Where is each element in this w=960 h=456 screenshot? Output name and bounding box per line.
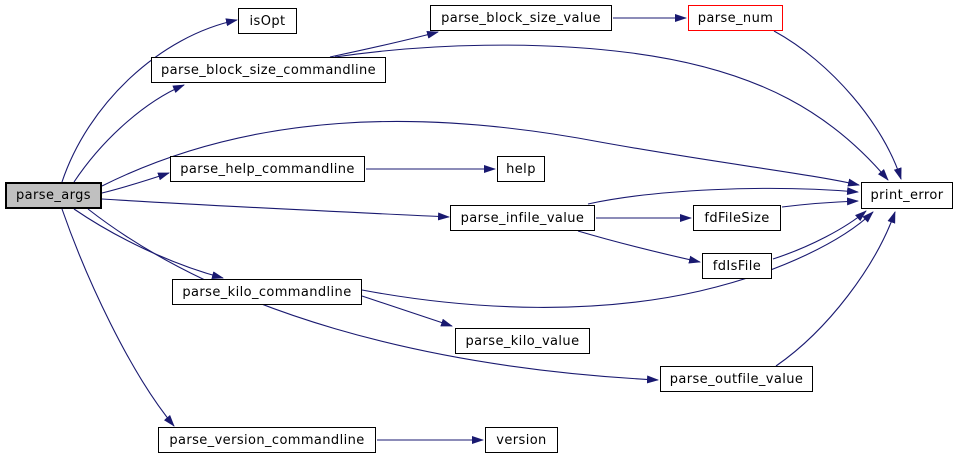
node-parse-block-size-value[interactable]: parse_block_size_value bbox=[430, 5, 612, 31]
node-parse-kilo-value[interactable]: parse_kilo_value bbox=[455, 328, 590, 354]
node-help[interactable]: help bbox=[497, 156, 545, 182]
node-parse-num[interactable]: parse_num bbox=[688, 5, 783, 31]
edge-parse-kilo-commandline-to-print-error bbox=[361, 211, 874, 308]
node-parse-help-commandline[interactable]: parse_help_commandline bbox=[170, 156, 365, 182]
edge-parse-args-to-parse-outfile-value bbox=[87, 208, 659, 384]
node-fdIsFile[interactable]: fdIsFile bbox=[702, 253, 772, 279]
edge-parse-args-to-parse-version-commandline bbox=[61, 208, 175, 427]
edge-parse-num-to-print-error bbox=[773, 30, 902, 180]
edge-fdIsFile-to-print-error bbox=[772, 210, 867, 260]
node-parse-infile-value[interactable]: parse_infile_value bbox=[450, 205, 595, 231]
edge-parse-outfile-value-to-print-error bbox=[775, 211, 896, 367]
edge-parse-args-to-parse-kilo-commandline bbox=[73, 208, 224, 280]
node-parse-outfile-value[interactable]: parse_outfile_value bbox=[660, 366, 813, 392]
edge-parse-args-to-isOpt bbox=[61, 18, 238, 183]
edge-parse-block-size-commandline-to-print-error bbox=[334, 44, 889, 181]
node-print-error[interactable]: print_error bbox=[861, 182, 953, 209]
edge-parse-infile-value-to-print-error bbox=[587, 187, 859, 205]
edge-fdFileSize-to-print-error bbox=[781, 197, 859, 208]
node-parse-block-size-commandline[interactable]: parse_block_size_commandline bbox=[151, 57, 386, 83]
node-isOpt[interactable]: isOpt bbox=[238, 8, 297, 34]
edge-parse-args-to-parse-block-size-commandline bbox=[73, 84, 185, 183]
edge-parse-args-to-print-error bbox=[101, 120, 860, 187]
edge-parse-kilo-commandline-to-parse-kilo-value bbox=[361, 295, 453, 327]
edge-parse-block-size-commandline-to-parse-block-size-value bbox=[329, 30, 439, 58]
node-parse-kilo-commandline[interactable]: parse_kilo_commandline bbox=[172, 279, 362, 305]
edge-parse-args-to-parse-infile-value bbox=[101, 198, 450, 221]
edge-parse-infile-value-to-fdIsFile bbox=[577, 230, 701, 264]
node-version[interactable]: version bbox=[485, 427, 558, 453]
node-fdFileSize[interactable]: fdFileSize bbox=[693, 205, 781, 231]
edge-parse-args-to-parse-help-commandline bbox=[101, 172, 170, 194]
node-parse-args[interactable]: parse_args bbox=[5, 182, 102, 209]
node-parse-version-commandline[interactable]: parse_version_commandline bbox=[158, 427, 376, 453]
